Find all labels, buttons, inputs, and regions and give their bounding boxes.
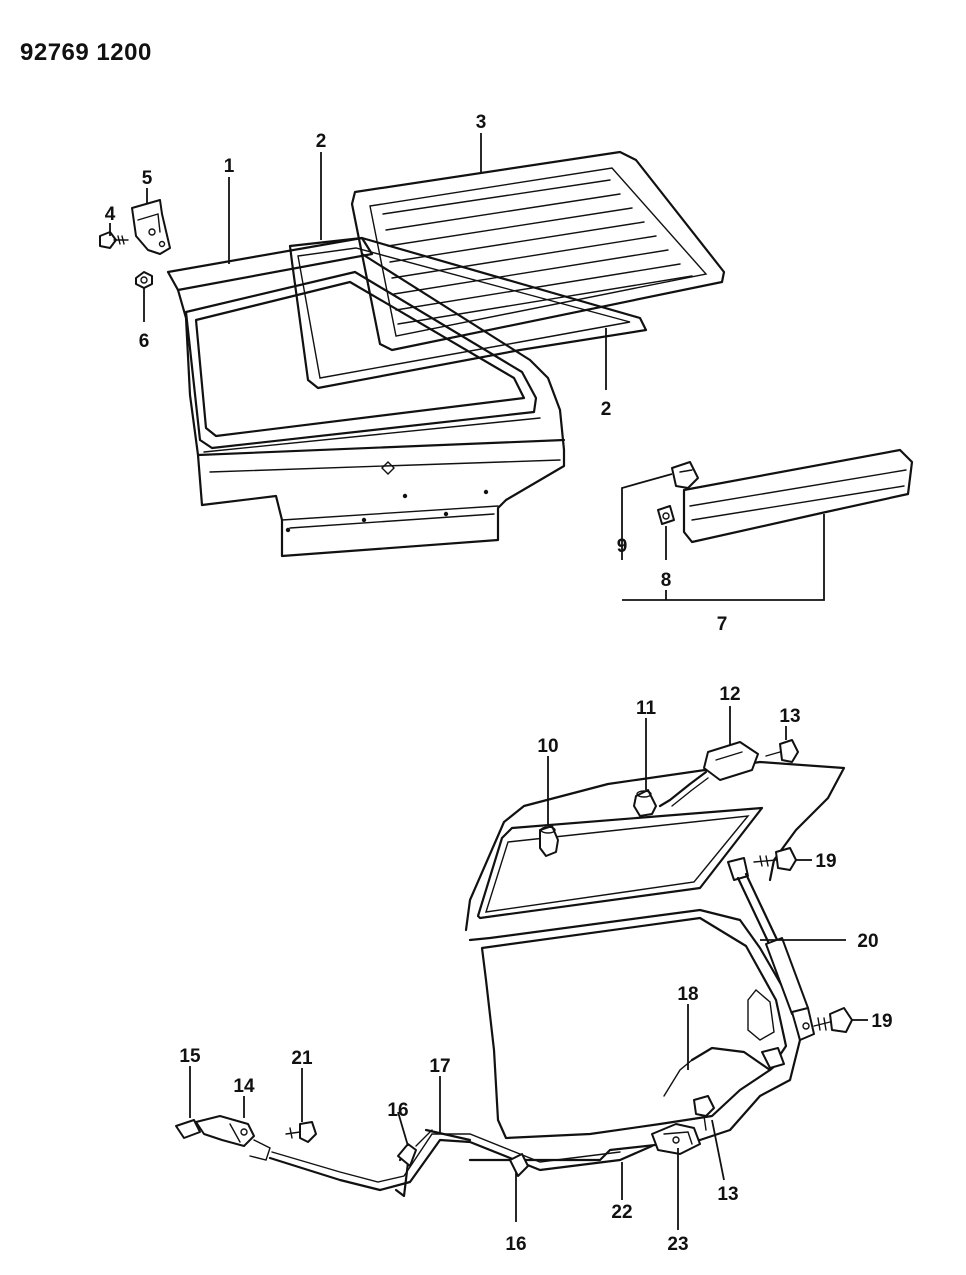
leader-lines <box>109 133 868 1230</box>
callout-3: 3 <box>476 112 487 133</box>
liftgate-hinge <box>131 199 171 255</box>
stay-bolt-upper <box>753 847 797 871</box>
callout-7: 7 <box>717 614 728 635</box>
callout-2-top: 2 <box>316 131 327 152</box>
callout-13-lower: 13 <box>717 1184 738 1205</box>
callout-4: 4 <box>105 204 116 225</box>
callout-20: 20 <box>857 931 878 952</box>
callout-11: 11 <box>636 698 657 719</box>
callout-2-bottom: 2 <box>601 399 612 420</box>
callout-23: 23 <box>667 1234 688 1255</box>
liftgate-switch <box>658 741 759 808</box>
liftgate-panel <box>166 236 566 558</box>
callout-19-upper: 19 <box>815 851 836 872</box>
callout-16-lower: 16 <box>505 1234 526 1255</box>
liftgate-bumper <box>539 825 559 857</box>
callout-18: 18 <box>677 984 698 1005</box>
callout-19-lower: 19 <box>871 1011 892 1032</box>
switch-screw <box>765 739 799 763</box>
callout-22: 22 <box>611 1202 632 1223</box>
handle-cover <box>175 1119 201 1139</box>
callout-17: 17 <box>429 1056 450 1077</box>
callout-14: 14 <box>233 1076 255 1097</box>
latch-cable <box>268 1133 654 1198</box>
cable-clip-left <box>397 1143 417 1167</box>
callout-9: 9 <box>617 536 628 557</box>
callout-15: 15 <box>179 1046 201 1067</box>
liftgate-inner-panel <box>464 760 846 1162</box>
document-id: 92769 1200 <box>20 39 152 66</box>
release-cable <box>415 1128 472 1147</box>
callout-5: 5 <box>142 168 153 189</box>
callout-21: 21 <box>291 1048 313 1069</box>
glass-weatherstrip <box>288 236 648 390</box>
handle-screw <box>285 1121 317 1143</box>
callout-16-upper: 16 <box>387 1100 408 1121</box>
liftgate-stop <box>633 789 657 817</box>
liftgate-garnish <box>682 448 914 544</box>
callout-6: 6 <box>139 331 150 352</box>
callout-10: 10 <box>537 736 558 757</box>
hinge-bolt <box>99 231 129 249</box>
liftgate-gas-stay <box>727 857 815 1041</box>
callout-12: 12 <box>719 684 740 705</box>
hinge-nut <box>135 271 153 289</box>
cable-clip-right <box>509 1153 529 1177</box>
rear-glass <box>350 150 726 352</box>
callout-1: 1 <box>224 156 235 177</box>
stay-bolt-lower <box>813 1007 853 1033</box>
callout-13-upper: 13 <box>779 706 800 727</box>
release-handle <box>195 1115 271 1161</box>
garnish-grommet <box>671 461 699 489</box>
callout-8: 8 <box>661 570 672 591</box>
liftgate-latch <box>651 1123 701 1155</box>
latch-screw <box>693 1095 715 1131</box>
garnish-clip <box>657 505 675 525</box>
callout-numbers: 1 2 2 3 4 5 6 7 8 9 10 11 12 13 13 14 15… <box>105 112 893 1255</box>
